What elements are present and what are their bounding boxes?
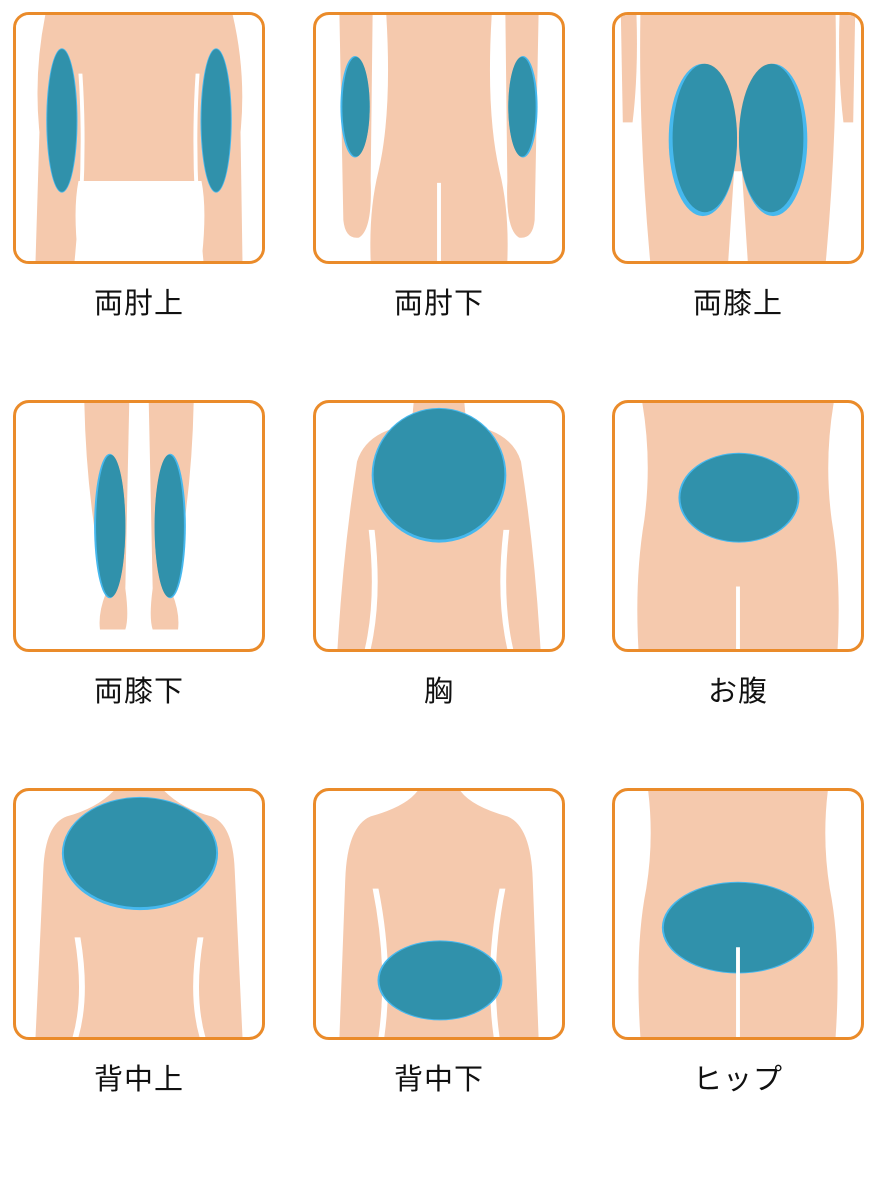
- lower-back-icon: [313, 788, 565, 1040]
- thighs-back-icon: [612, 12, 864, 264]
- belly-icon: [612, 400, 864, 652]
- area-option-lower-legs[interactable]: 両膝下: [13, 400, 269, 708]
- area-label: 両膝上: [692, 286, 783, 320]
- area-option-hip[interactable]: ヒップ: [612, 788, 868, 1096]
- lower-legs-icon: [13, 400, 265, 652]
- area-option-upper-arms[interactable]: 両肘上: [13, 12, 269, 320]
- upper-arms-back-icon: [13, 12, 265, 264]
- area-option-thighs[interactable]: 両膝上: [612, 12, 868, 320]
- forearms-icon: [313, 12, 565, 264]
- area-label: 胸: [423, 674, 454, 708]
- upper-back-icon: [13, 788, 265, 1040]
- area-option-upper-back[interactable]: 背中上: [13, 788, 269, 1096]
- area-label: 両肘下: [393, 286, 484, 320]
- area-label: お腹: [707, 674, 768, 708]
- area-label: 背中下: [393, 1062, 484, 1096]
- area-label: 両膝下: [93, 674, 184, 708]
- area-label: 背中上: [93, 1062, 184, 1096]
- area-label: ヒップ: [692, 1062, 783, 1096]
- area-option-lower-back[interactable]: 背中下: [313, 788, 569, 1096]
- chest-icon: [313, 400, 565, 652]
- area-option-forearms[interactable]: 両肘下: [313, 12, 569, 320]
- area-option-chest[interactable]: 胸: [313, 400, 569, 708]
- area-label: 両肘上: [93, 286, 184, 320]
- area-option-belly[interactable]: お腹: [612, 400, 868, 708]
- hip-icon: [612, 788, 864, 1040]
